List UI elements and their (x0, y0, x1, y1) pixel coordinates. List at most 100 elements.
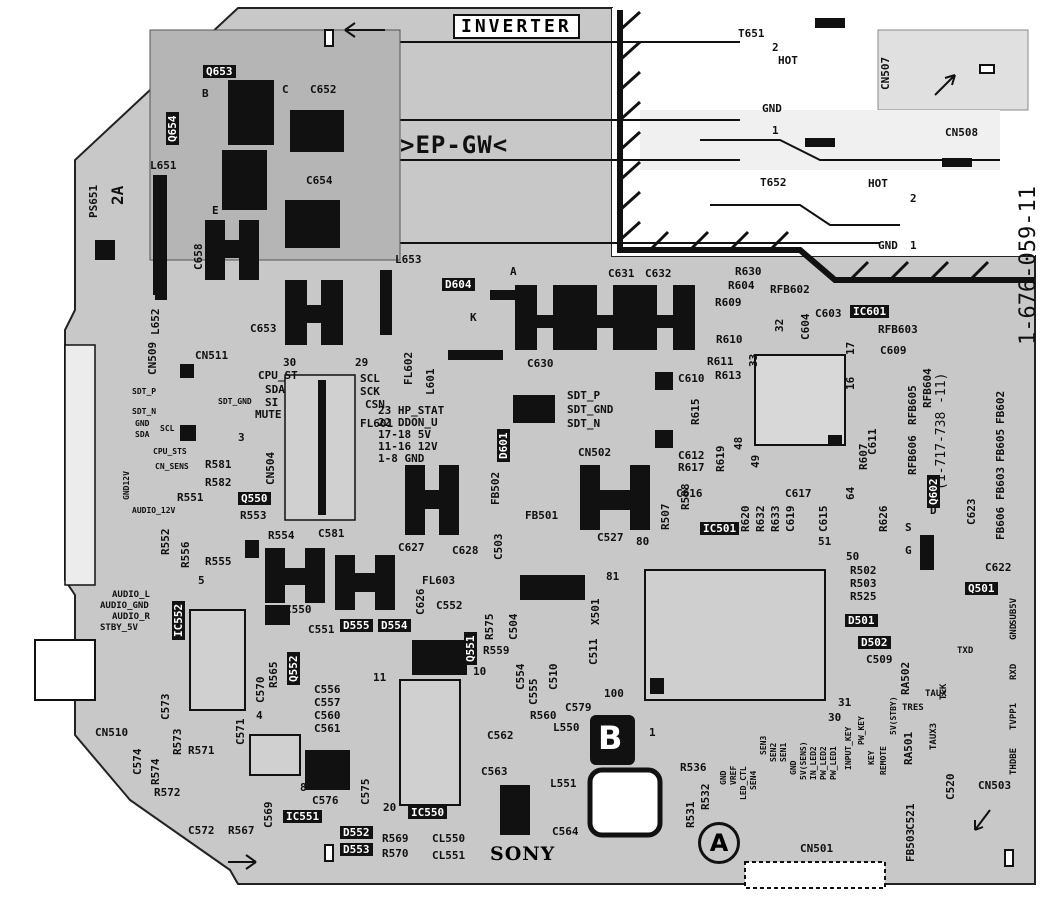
ref-r610: R610 (716, 333, 743, 346)
cn509-sig-audio-12v: AUDIO_12V (132, 506, 176, 515)
ref-r604: R604 (728, 279, 755, 292)
ref-c569: C569 (262, 801, 275, 829)
ref-c610: C610 (678, 372, 705, 385)
d554-label: D554 (378, 619, 411, 632)
ref-c509: C509 (866, 653, 893, 666)
slot-marks (324, 29, 1014, 867)
ic501-pin1 (650, 678, 664, 694)
ref-c572: C572 (188, 824, 215, 837)
hot1-label: HOT (778, 54, 798, 67)
cn501-sig-pw-key: PW_KEY (857, 716, 866, 745)
pin-32: 32 (773, 318, 786, 332)
ref-fb503: FB503 (904, 828, 917, 862)
cn501-sig-pw-led1: PW_LED1 (829, 746, 838, 780)
cn504-pin-23: 23 HP_STAT (378, 404, 445, 417)
ref-l601: L601 (424, 368, 437, 396)
q653-label: Q653 (203, 65, 236, 78)
h-marks (205, 220, 650, 610)
ref-c561: C561 (314, 722, 341, 735)
hatch-boundary (617, 10, 1035, 283)
cn510-body (34, 639, 96, 701)
pin-50: 50 (846, 550, 860, 563)
ref-r611: R611 (707, 355, 734, 368)
ref-c521: C521 (904, 803, 917, 831)
t652-label: T652 (760, 176, 787, 189)
ref-r582: R582 (205, 476, 232, 489)
ref-c557: C557 (314, 696, 341, 709)
cn504-bar (318, 380, 326, 515)
ref-r565: R565 (267, 661, 280, 689)
ref-c617: C617 (785, 487, 812, 500)
cn501-sig-5v-stby: 5V(STBY) (889, 696, 898, 735)
pin-4: 4 (256, 709, 263, 722)
ref-c555: C555 (527, 678, 540, 706)
ref-r574: R574 (149, 758, 162, 786)
pin-8: 8 (300, 781, 307, 794)
q653-body (228, 80, 274, 145)
ref-c563: C563 (481, 765, 508, 778)
ref-r507: R507 (659, 503, 672, 531)
cn501-sig-vref: VREF (729, 765, 738, 785)
cn504-pin-17: 17-18 5V (378, 428, 431, 441)
ref-ra501: RA501 (902, 731, 915, 765)
ref-c551: C551 (308, 623, 335, 636)
ref-fb603: FB603 (994, 466, 1007, 500)
ref-r626: R626 (877, 505, 890, 533)
cn510-label: CN510 (95, 726, 129, 739)
cn504-pin-22: 22 DDON_U (378, 416, 438, 429)
ref-c574: C574 (131, 748, 144, 776)
d555-label: D555 (340, 619, 373, 632)
pin-51: 51 (818, 535, 832, 548)
mark-a-d604: A (510, 265, 517, 278)
pin-64: 64 (844, 486, 857, 500)
cn503-sig-thdbe: THDBE (1009, 747, 1019, 775)
cn509-sig-gnd12v: GND12V (122, 471, 131, 500)
ref-c579: C579 (565, 701, 592, 714)
ref-r551: R551 (177, 491, 204, 504)
cn501-sig-gnd2: GND (789, 760, 798, 775)
mark-d-q602: D (930, 504, 937, 517)
ref-r531: R531 (684, 801, 697, 829)
d501-label: D501 (845, 614, 878, 627)
pin-49: 49 (749, 454, 762, 468)
cn511-label: CN511 (195, 349, 229, 362)
jtag-sig-taux: TAUX (925, 689, 947, 699)
ps651-pad (95, 240, 115, 260)
ref-cl550: CL550 (432, 832, 466, 845)
cn509-body (64, 344, 96, 586)
q654-body (222, 150, 267, 210)
cn509-sig-gnd: GND (135, 419, 150, 428)
ic552-package (189, 609, 246, 711)
ref-l550: L550 (553, 721, 580, 734)
ref-r567: R567 (228, 824, 255, 837)
ref-c632: C632 (645, 267, 672, 280)
ref-r569: R569 (382, 832, 409, 845)
cn502-sig-sdt-gnd: SDT_GND (567, 403, 614, 416)
cn504-pin-1: 1-8 GND (378, 452, 425, 465)
ref-c658: C658 (192, 243, 205, 271)
ic601-label: IC601 (850, 305, 890, 318)
ref-c627: C627 (398, 541, 425, 554)
cn501-label: CN501 (800, 842, 834, 855)
ref-fb501: FB501 (525, 509, 559, 522)
x501-body (520, 575, 585, 600)
ref-c615: C615 (817, 505, 830, 533)
ref-c554: C554 (514, 663, 527, 691)
ref-r570: R570 (382, 847, 409, 860)
ref-c575: C575 (359, 778, 372, 806)
ref-c550: C550 (285, 603, 312, 616)
cn509-sig-cpu-sts: CPU_STS (153, 447, 187, 456)
pin1b-label: 1 (910, 239, 917, 252)
ic551-package (249, 734, 301, 776)
cn509-sig-sdt-p: SDT_P (132, 387, 157, 396)
cn501-sig-gnd: GND (719, 770, 728, 785)
cn502-sig-sdt-n: SDT_N (567, 417, 601, 430)
cn504-sig-sck: SCK (360, 385, 380, 398)
ref-c573: C573 (159, 693, 172, 721)
ref-c622: C622 (985, 561, 1012, 574)
hf-silk-block (587, 767, 663, 838)
sony-logo: SONY (490, 843, 556, 865)
circle-a-mark: A (698, 822, 740, 864)
ic601-pin1 (828, 435, 842, 445)
pin-100: 100 (604, 687, 624, 700)
